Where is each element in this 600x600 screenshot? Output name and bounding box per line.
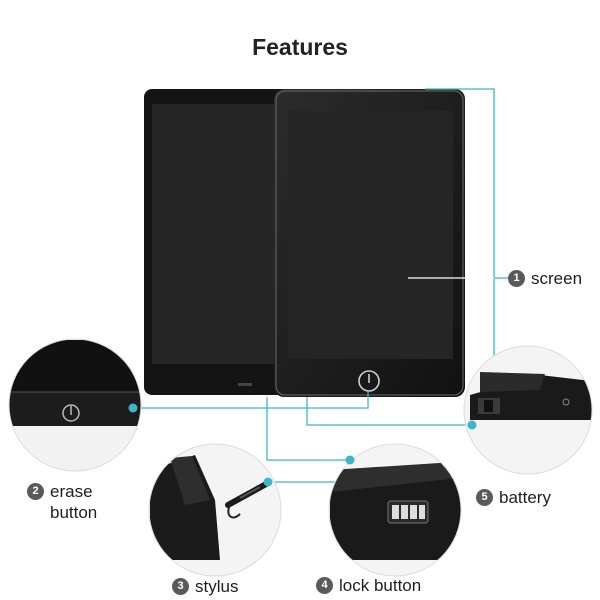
feature-text: battery bbox=[499, 488, 551, 507]
feature-number-badge: 5 bbox=[476, 489, 493, 506]
feature-number-badge: 2 bbox=[27, 483, 44, 500]
page-title: Features bbox=[252, 34, 348, 60]
lock-button-detail bbox=[328, 443, 462, 577]
feature-text: lock button bbox=[339, 576, 422, 595]
feature-label-screen: 1 screen bbox=[508, 268, 582, 289]
feature-text: stylus bbox=[195, 577, 239, 596]
feature-text: screen bbox=[531, 269, 583, 288]
erase-button-detail bbox=[8, 338, 142, 472]
front-tablet bbox=[274, 89, 465, 397]
feature-label-erase-button: 2 erase button bbox=[27, 481, 97, 523]
feature-number-badge: 3 bbox=[172, 578, 189, 595]
feature-label-stylus: 3 stylus bbox=[172, 576, 238, 597]
feature-number-badge: 1 bbox=[508, 270, 525, 287]
back-tablet bbox=[144, 89, 294, 395]
erase-button-icon bbox=[358, 370, 380, 392]
battery-detail bbox=[463, 345, 593, 475]
stylus-detail bbox=[148, 443, 282, 577]
feature-label-lock-button: 4 lock button bbox=[316, 575, 421, 596]
feature-label-battery: 5 battery bbox=[476, 487, 551, 508]
feature-number-badge: 4 bbox=[316, 577, 333, 594]
feature-text: erase button bbox=[50, 482, 98, 522]
lcd-screen bbox=[288, 111, 453, 359]
